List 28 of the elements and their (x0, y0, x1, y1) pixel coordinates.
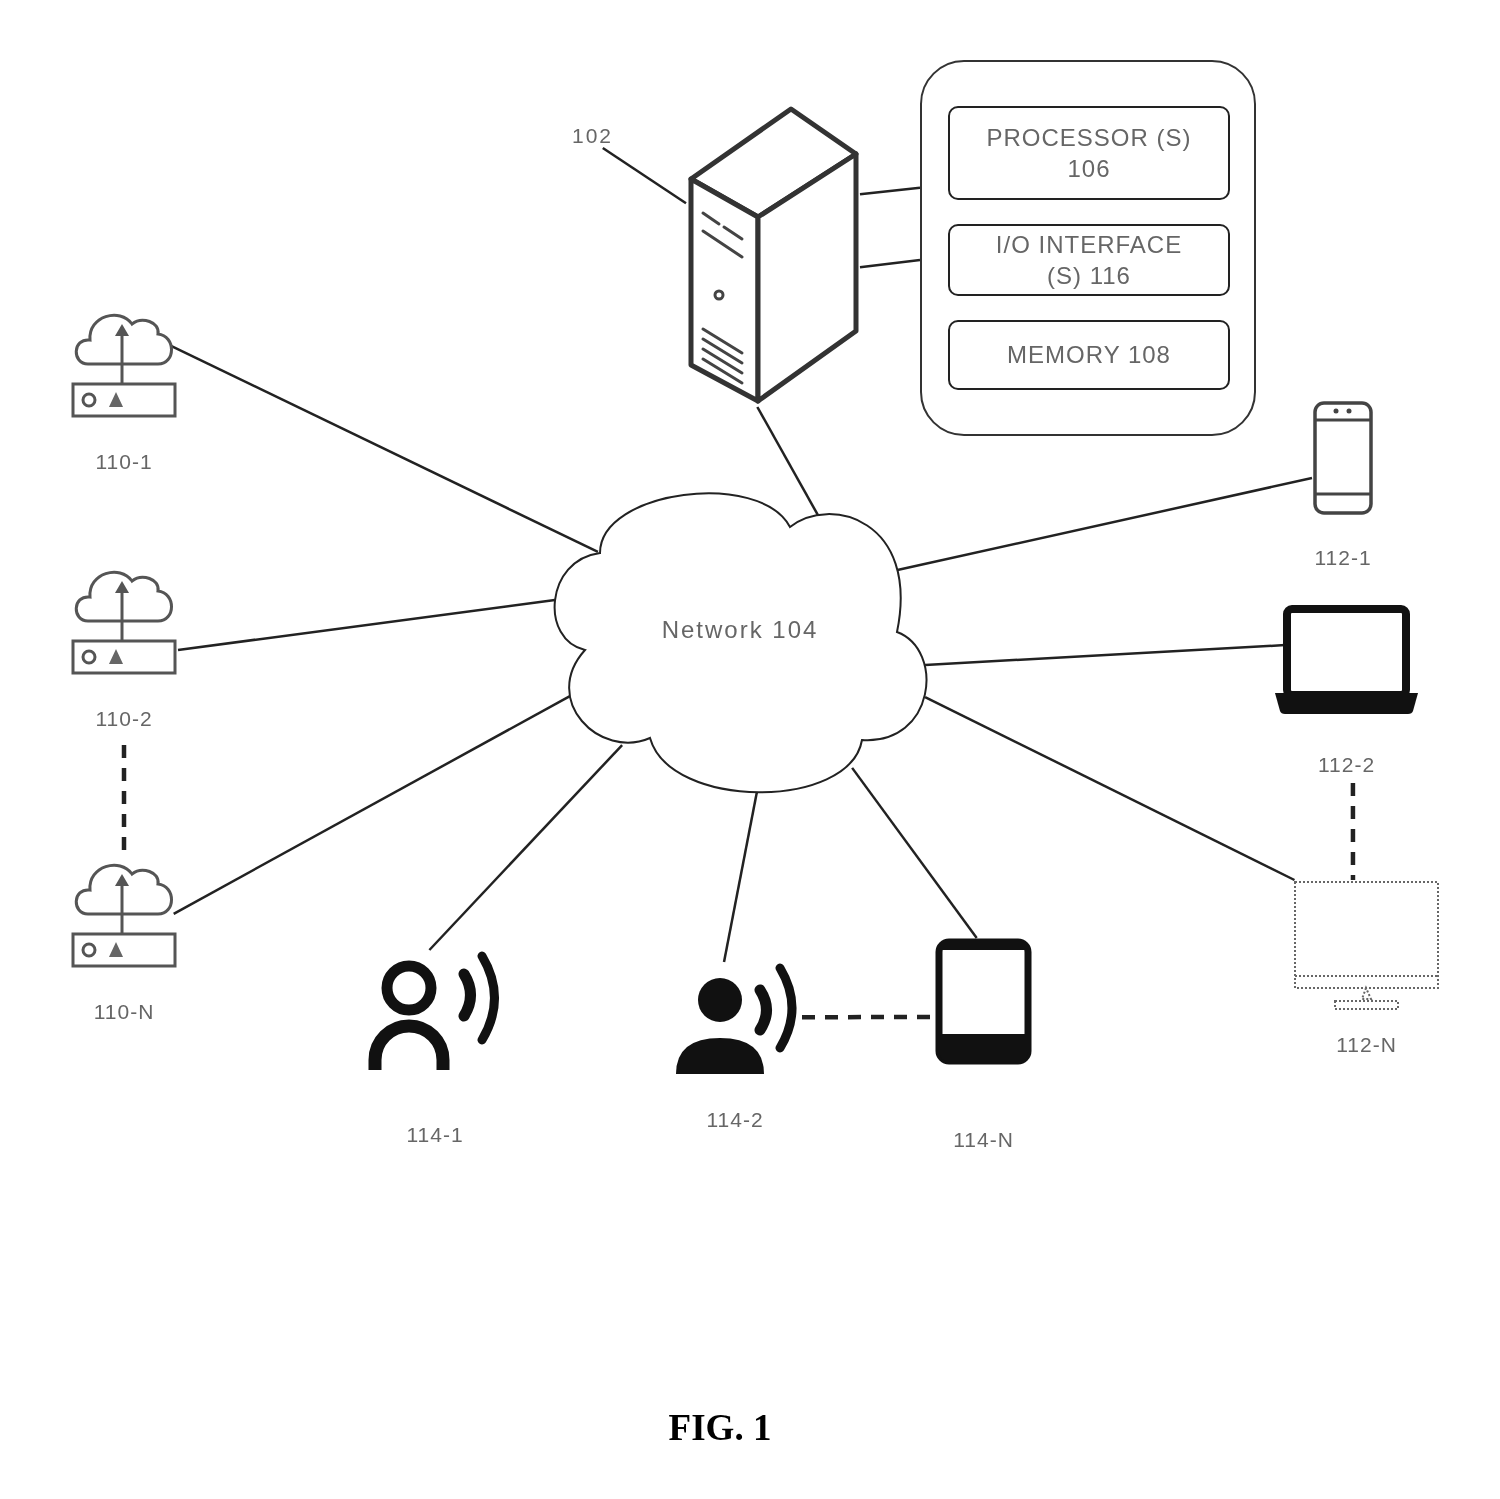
component-box: MEMORY 108 (948, 320, 1230, 390)
component-box: I/O INTERFACE (S) 116 (948, 224, 1230, 296)
reference-numeral: 112-2 (1317, 753, 1376, 777)
dashed-connector (1350, 783, 1356, 880)
component-panel (920, 60, 1256, 436)
connection-line (851, 767, 978, 939)
network-label: Network 104 (660, 616, 820, 644)
reference-numeral: 102 (572, 124, 614, 148)
connection-line (722, 791, 759, 963)
connection-line (756, 406, 820, 516)
reference-numeral: 110-2 (95, 707, 153, 731)
reference-numeral: 110-N (93, 1000, 155, 1024)
connection-line (924, 695, 1296, 882)
reference-numeral: 114-N (953, 1128, 1014, 1152)
reference-numeral: 112-1 (1314, 546, 1372, 570)
reference-numeral: 110-1 (95, 450, 153, 474)
connection-line (897, 476, 1313, 572)
reference-numeral: 112-N (1336, 1033, 1397, 1057)
reference-numeral: 114-2 (706, 1108, 764, 1132)
leader-line (602, 146, 687, 205)
reference-numeral: 114-1 (406, 1123, 464, 1147)
connection-line (173, 695, 571, 915)
connection-line (859, 258, 921, 269)
component-box: PROCESSOR (S) 106 (948, 106, 1230, 200)
connection-line (428, 744, 624, 951)
figure-caption: FIG. 1 (667, 1406, 773, 1450)
connection-line (859, 186, 921, 196)
connection-line (177, 598, 556, 652)
